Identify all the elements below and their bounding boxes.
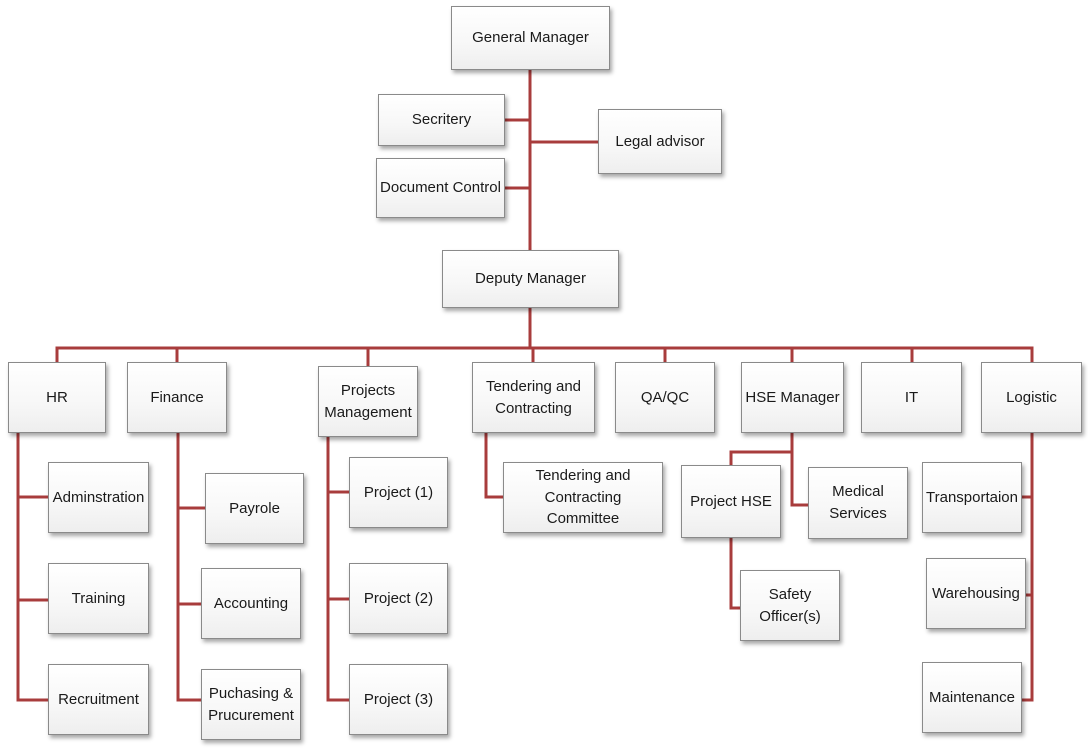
logistic-box: Logistic — [981, 362, 1082, 433]
deputy-manager-box: Deputy Manager — [442, 250, 619, 308]
safety-officers-box: Safety Officer(s) — [740, 570, 840, 641]
finance-box: Finance — [127, 362, 227, 433]
tendering-contracting-box: Tendering and Contracting — [472, 362, 595, 433]
qa-qc-box: QA/QC — [615, 362, 715, 433]
training-box: Training — [48, 563, 149, 634]
projects-management-box: Projects Management — [318, 366, 418, 437]
administration-box: Adminstration — [48, 462, 149, 533]
warehousing-box: Warehousing — [926, 558, 1026, 629]
general-manager-box: General Manager — [451, 6, 610, 70]
project-1-box: Project (1) — [349, 457, 448, 528]
secretary-box: Secritery — [378, 94, 505, 146]
purchasing-box: Puchasing & Prucurement — [201, 669, 301, 740]
maintenance-box: Maintenance — [922, 662, 1022, 733]
hse-manager-box: HSE Manager — [741, 362, 844, 433]
tendering-committee-box: Tendering and Contracting Committee — [503, 462, 663, 533]
document-control-box: Document Control — [376, 158, 505, 218]
recruitment-box: Recruitment — [48, 664, 149, 735]
hr-box: HR — [8, 362, 106, 433]
payroll-box: Payrole — [205, 473, 304, 544]
project-hse-box: Project HSE — [681, 465, 781, 538]
legal-advisor-box: Legal advisor — [598, 109, 722, 174]
transportation-box: Transportaion — [922, 462, 1022, 533]
medical-services-box: Medical Services — [808, 467, 908, 539]
it-box: IT — [861, 362, 962, 433]
project-2-box: Project (2) — [349, 563, 448, 634]
accounting-box: Accounting — [201, 568, 301, 639]
project-3-box: Project (3) — [349, 664, 448, 735]
